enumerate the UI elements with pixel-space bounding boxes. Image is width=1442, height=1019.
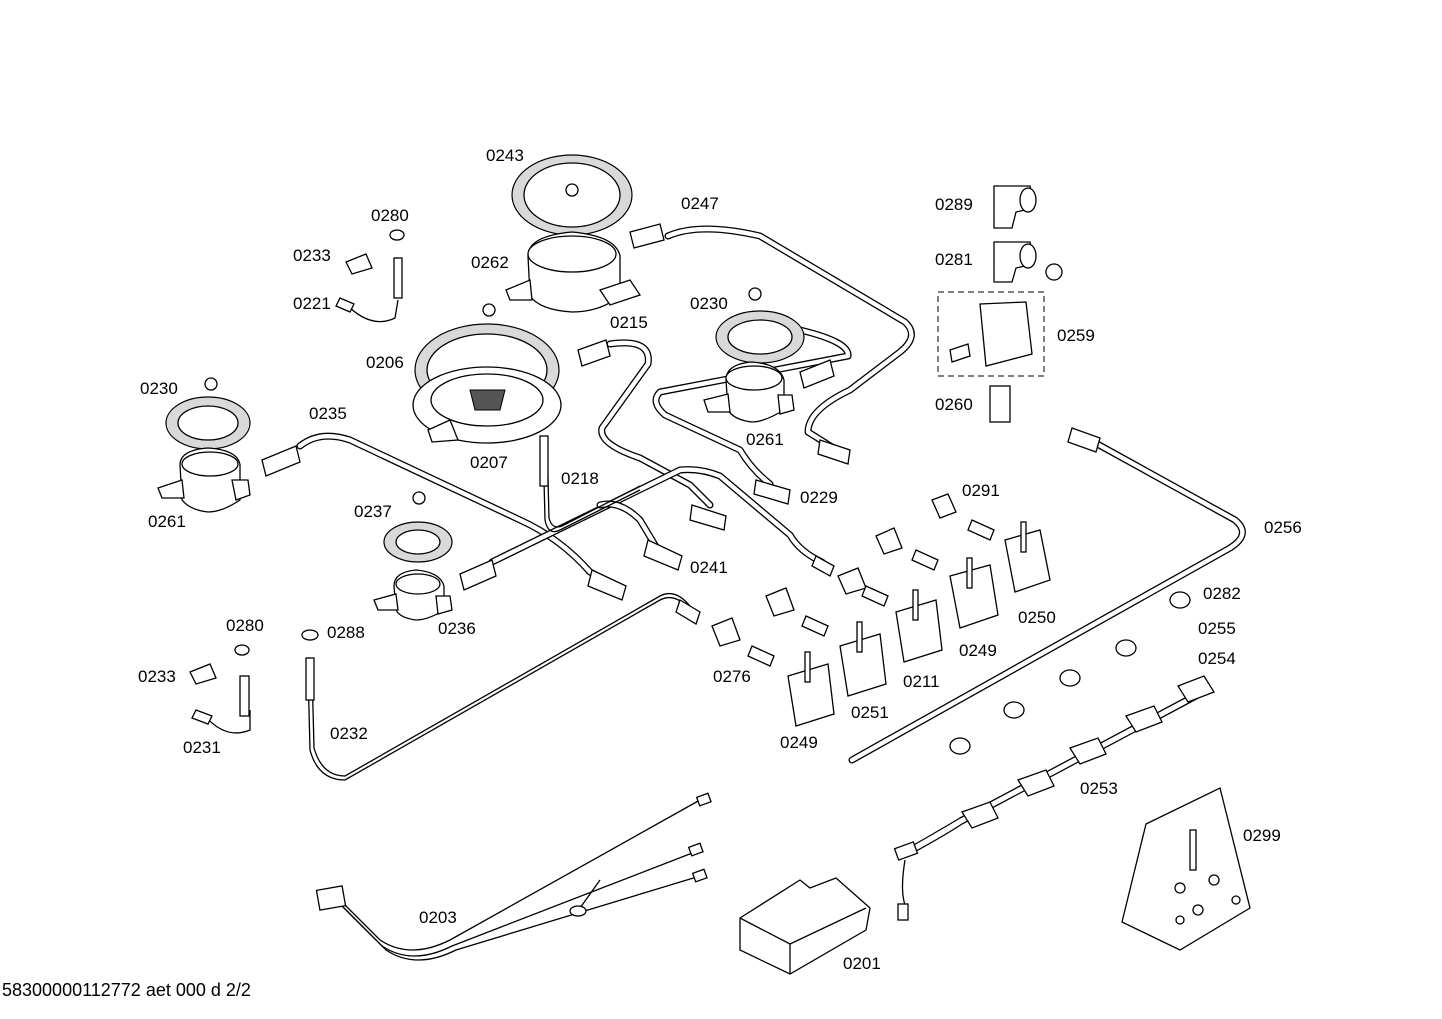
label-0230-left: 0230 — [140, 379, 178, 398]
label-0249: 0249 — [959, 641, 997, 660]
label-0237: 0237 — [354, 502, 392, 521]
label-0254: 0254 — [1198, 649, 1236, 668]
label-0251: 0251 — [851, 703, 889, 722]
label-0233-lower: 0233 — [138, 667, 176, 686]
ignition-wire-0253 — [893, 689, 1203, 921]
label-0235: 0235 — [309, 404, 347, 423]
label-0215: 0215 — [610, 313, 648, 332]
label-0280-lower: 0280 — [226, 616, 264, 635]
label-0229: 0229 — [800, 488, 838, 507]
label-0281: 0281 — [935, 250, 973, 269]
label-0206: 0206 — [366, 353, 404, 372]
label-0299: 0299 — [1243, 826, 1281, 845]
label-0201: 0201 — [843, 954, 881, 973]
label-0232: 0232 — [330, 724, 368, 743]
label-0231: 0231 — [183, 738, 221, 757]
label-0259: 0259 — [1057, 326, 1095, 345]
spark-igniters — [949, 591, 1215, 829]
gas-inlet-group — [937, 185, 1063, 423]
label-0241: 0241 — [690, 558, 728, 577]
label-0288: 0288 — [327, 623, 365, 642]
wiring-harness-0203 — [315, 792, 712, 961]
document-reference-footer: 58300000112772 aet 000 d 2/2 — [2, 980, 251, 1000]
label-0276: 0276 — [713, 667, 751, 686]
callout-labels: 0243 0247 0280 0233 0262 0221 0215 0230 … — [138, 146, 1302, 973]
spark-module-0201 — [739, 877, 871, 975]
nozzle-fittings — [261, 223, 1101, 625]
burner-0230-0261-right — [703, 287, 805, 423]
label-0261-left: 0261 — [148, 512, 186, 531]
label-0291: 0291 — [962, 481, 1000, 500]
label-0249-lower: 0249 — [780, 733, 818, 752]
instruction-bag-0299 — [1121, 787, 1251, 951]
burner-0243-0262 — [505, 154, 642, 313]
burner-0206-0207 — [412, 303, 562, 444]
label-0230: 0230 — [690, 294, 728, 313]
label-0255: 0255 — [1198, 619, 1236, 638]
label-0256: 0256 — [1264, 518, 1302, 537]
label-0247: 0247 — [681, 194, 719, 213]
gas-valves — [711, 493, 1051, 727]
label-0280: 0280 — [371, 206, 409, 225]
burner-0237-0236 — [373, 491, 453, 621]
thermocouples-igniters — [189, 229, 549, 725]
label-0282: 0282 — [1203, 584, 1241, 603]
label-0207: 0207 — [470, 453, 508, 472]
label-0262: 0262 — [471, 253, 509, 272]
label-0203: 0203 — [419, 908, 457, 927]
label-0289: 0289 — [935, 195, 973, 214]
label-0221: 0221 — [293, 294, 331, 313]
burner-0230-0261-left — [157, 377, 251, 513]
label-0243: 0243 — [486, 146, 524, 165]
label-0253: 0253 — [1080, 779, 1118, 798]
label-0261-right: 0261 — [746, 430, 784, 449]
label-0260: 0260 — [935, 395, 973, 414]
label-0211: 0211 — [903, 672, 940, 691]
label-0233: 0233 — [293, 246, 331, 265]
label-0218: 0218 — [561, 469, 599, 488]
label-0250: 0250 — [1018, 608, 1056, 627]
label-0236: 0236 — [438, 619, 476, 638]
